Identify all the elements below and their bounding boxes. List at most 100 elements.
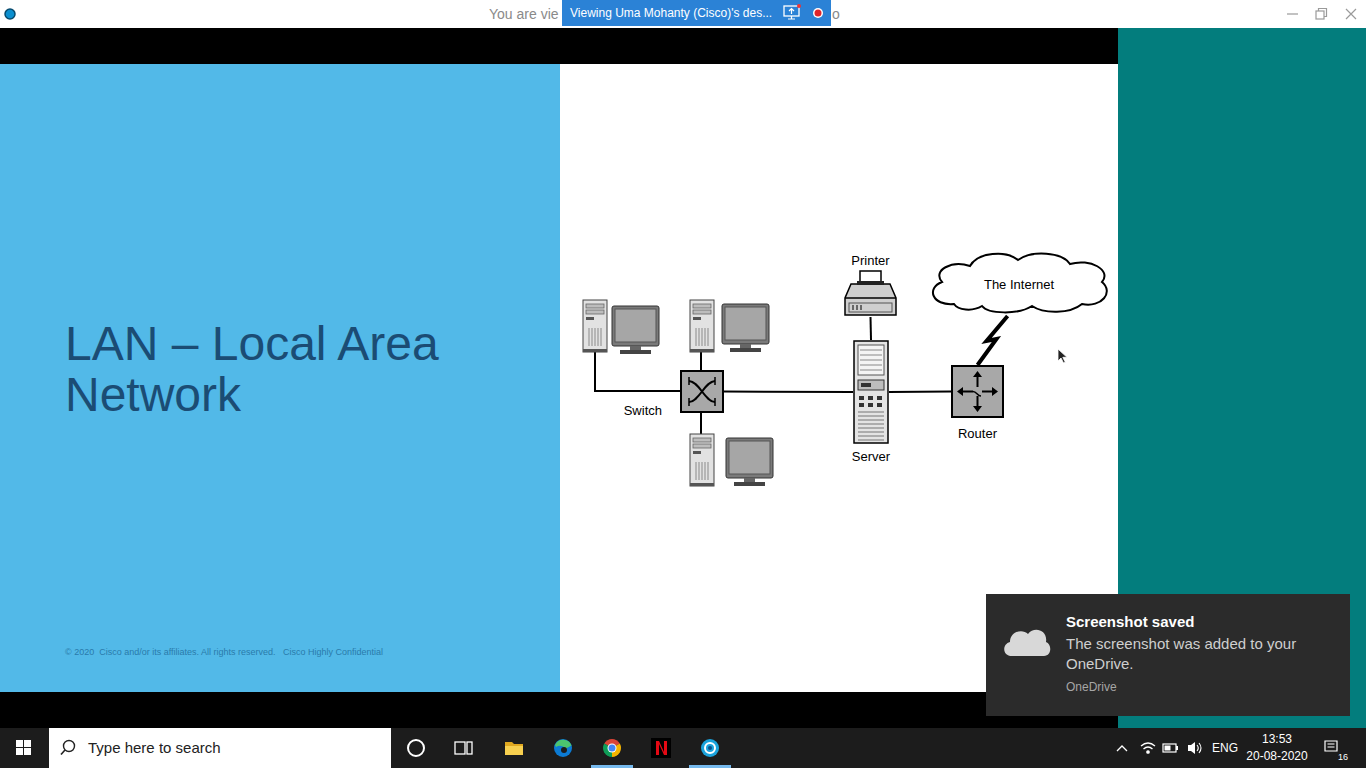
chrome-icon	[609, 745, 616, 752]
edge-icon	[561, 747, 567, 753]
task-view-icon	[455, 742, 465, 754]
server-node: Server	[853, 340, 889, 444]
label-anchor: 16	[1338, 752, 1348, 762]
device-label: Printer	[851, 253, 889, 268]
chrome-icon	[603, 739, 621, 757]
taskbar	[0, 728, 1366, 768]
search-placeholder: Type here to search	[88, 728, 221, 768]
text-anchor: Viewing Uma Mohanty (Cisco)'s des...	[570, 0, 772, 26]
title-block: LAN – Local Area Network	[65, 318, 505, 420]
window-controls	[1287, 13, 1298, 14]
active-app-indicator	[591, 765, 633, 768]
battery-icon	[1165, 746, 1171, 751]
toast-icon	[1000, 622, 1052, 662]
edge-icon	[554, 739, 572, 757]
notification-icon	[1328, 744, 1335, 747]
pc-wires	[595, 352, 680, 391]
letterbox-bar	[0, 692, 1118, 728]
webex-icon	[701, 739, 719, 757]
text-anchor: Printer	[851, 253, 889, 268]
workstation	[690, 434, 714, 486]
toast-notification: Screenshot savedThe screenshot was added…	[986, 594, 1350, 716]
file-explorer-icon	[505, 742, 523, 755]
onedrive-icon	[1004, 630, 1050, 656]
notification-icon	[1325, 741, 1337, 751]
netflix-icon	[651, 738, 671, 758]
window-title-text: o	[832, 6, 840, 22]
label-anchor: ENG	[1212, 741, 1238, 755]
printer-link	[870, 317, 873, 340]
slide-left-panel	[0, 64, 560, 692]
server-body	[854, 341, 888, 443]
battery-icon	[1163, 744, 1178, 752]
internet-cloud: The Internet	[924, 248, 1114, 316]
server-drive	[858, 380, 884, 390]
router-node: Router	[951, 365, 1004, 418]
start-button	[16, 740, 31, 755]
network-icon	[1147, 751, 1149, 753]
router-symbol	[973, 392, 981, 397]
server-buttons	[859, 396, 882, 407]
text-anchor: The Internet	[984, 277, 1054, 292]
battery-icon	[1176, 746, 1178, 750]
cortana-icon	[408, 740, 424, 756]
label-anchor: 13:53	[1247, 732, 1307, 746]
window-title-text: You are vie	[489, 6, 559, 22]
webex-icon	[708, 746, 712, 750]
notification-icon	[1325, 741, 1337, 751]
text-anchor: Server	[852, 449, 890, 464]
switch-shape	[680, 370, 724, 413]
start-button	[24, 740, 31, 747]
text-anchor: Switch	[624, 403, 662, 418]
window-controls	[1346, 9, 1356, 19]
switch-symbol	[689, 377, 715, 406]
input-language: ENG	[1212, 741, 1238, 755]
text-anchor: The screenshot was added to your OneDriv…	[1066, 634, 1336, 674]
printer-body	[845, 284, 896, 315]
start-button	[16, 740, 23, 747]
label-anchor: 20-08-2020	[1242, 749, 1312, 763]
server-panel	[860, 350, 882, 370]
slide-title: LAN – Local Area Network	[65, 318, 505, 420]
netflix-icon	[656, 741, 667, 755]
router-symbol	[960, 374, 995, 409]
switch-body	[681, 371, 723, 412]
share-screen-icon	[797, 4, 801, 8]
server-vents	[858, 412, 884, 440]
clock-date: 20-08-2020	[1242, 749, 1312, 763]
device-label: Switch	[624, 403, 662, 418]
volume-icon	[1188, 742, 1201, 754]
network-icon	[1144, 747, 1153, 749]
screen-share-banner: Viewing Uma Mohanty (Cisco)'s des...	[562, 0, 831, 26]
letterbox-bar	[0, 28, 1118, 64]
start-button	[16, 748, 23, 755]
device-label: Router	[958, 426, 997, 441]
printer-slot	[857, 281, 884, 285]
window-controls	[1287, 9, 1356, 20]
switch-node: Switch	[680, 370, 724, 413]
printer-body	[845, 297, 896, 299]
window-controls	[1316, 11, 1324, 19]
printer-tray	[853, 305, 861, 310]
tray-chevron	[1117, 746, 1127, 751]
netflix-icon	[651, 738, 671, 758]
search-icon	[64, 741, 75, 752]
webex-icon	[705, 743, 715, 753]
cloud-label: The Internet	[984, 277, 1054, 292]
copyright-footer: © 2020 Cisco and/or its affiliates. All …	[65, 647, 383, 657]
router-body	[952, 366, 1003, 417]
clock-time: 13:53	[1247, 732, 1307, 746]
pc-wires	[700, 352, 702, 370]
workstation	[690, 434, 773, 486]
record-indicator	[815, 10, 822, 17]
share-screen-icon	[788, 9, 795, 20]
label-anchor: © 2020 Cisco and/or its affiliates. All …	[65, 647, 383, 657]
switch-symbol	[689, 381, 715, 402]
printer-node: Printer	[843, 270, 898, 317]
taskbar-search-box: Type here to search	[49, 728, 391, 768]
text-anchor: Router	[958, 426, 997, 441]
workstation	[612, 306, 659, 354]
edge-icon	[554, 739, 572, 757]
start-button	[24, 748, 31, 755]
